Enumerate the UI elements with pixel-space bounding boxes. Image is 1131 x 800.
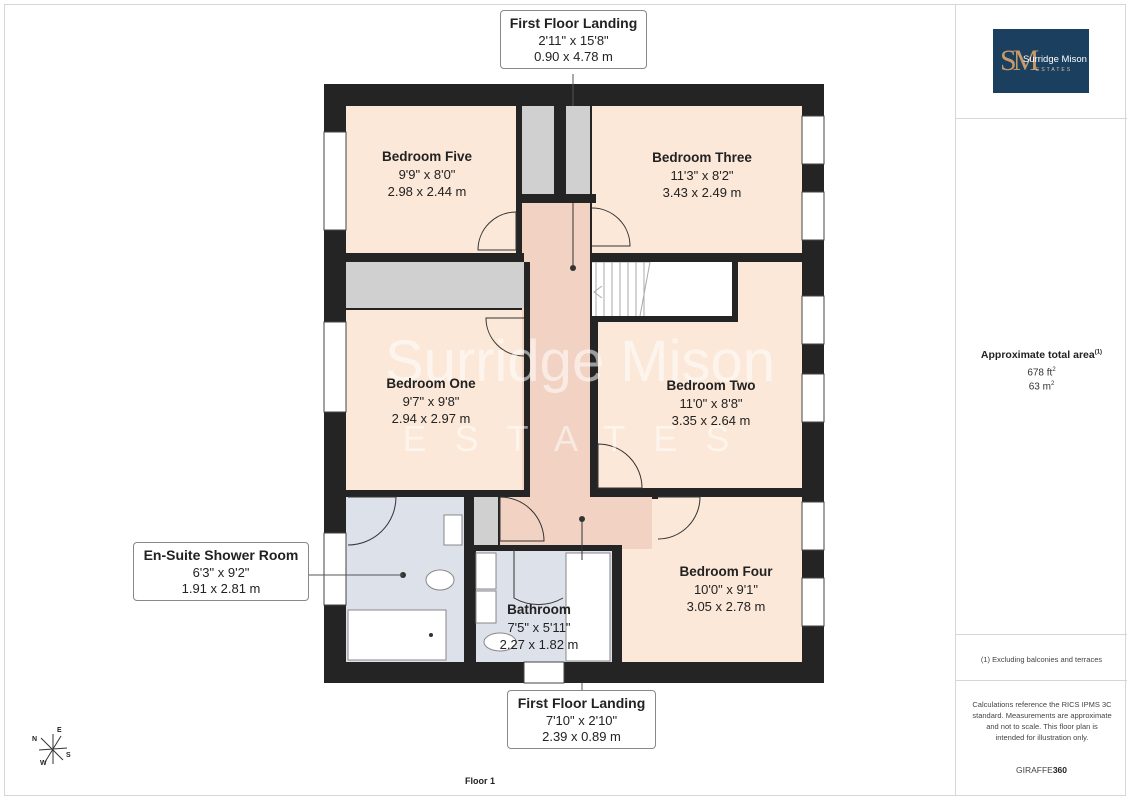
room-imperial: 10'0" x 9'1" xyxy=(693,582,759,597)
callout-metric: 0.90 x 4.78 m xyxy=(534,49,613,64)
cupboard-right xyxy=(566,106,590,194)
room-bedroom-four: Bedroom Four 10'0" x 9'1" 3.05 x 2.78 m xyxy=(651,563,801,615)
area-m-value: 63 m xyxy=(1028,381,1051,393)
bathroom-cabinet-a xyxy=(475,552,497,590)
room-metric: 2.94 x 2.97 m xyxy=(391,411,471,426)
room-name: Bedroom Four xyxy=(679,564,773,579)
floor-label: Floor 1 xyxy=(464,776,495,786)
room-imperial: 11'3" x 8'2" xyxy=(670,168,734,183)
area-ft-value: 678 ft xyxy=(1027,367,1053,379)
logo-name: Surridge Mison xyxy=(1023,54,1087,65)
sidebar-divider xyxy=(956,680,1127,681)
logo-sub: ESTATES xyxy=(1036,67,1073,73)
room-name: Bedroom One xyxy=(386,376,476,391)
ensuite-basin xyxy=(443,514,463,546)
calculation-note: Calculations reference the RICS IPMS 3C … xyxy=(972,700,1112,742)
room-bedroom-one: Bedroom One 9'7" x 9'8" 2.94 x 2.97 m xyxy=(361,375,501,427)
room-name: Bathroom xyxy=(507,602,571,617)
fixtures xyxy=(347,514,611,662)
compass-w: W xyxy=(40,760,47,767)
area-title: Approximate total area(1) xyxy=(956,349,1127,361)
bathroom-cabinet-b xyxy=(475,590,497,624)
door-swings xyxy=(347,207,701,605)
callout-title: First Floor Landing xyxy=(517,695,646,711)
giraffe360-brand: GIRAFFE360 xyxy=(956,765,1127,775)
compass-s: S xyxy=(66,752,71,759)
callout-imperial: 6'3" x 9'2" xyxy=(192,565,250,580)
room-name: Bedroom Two xyxy=(666,378,756,393)
callout-landing-top: First Floor Landing 2'11" x 15'8" 0.90 x… xyxy=(500,10,647,69)
watermark-brand: Surridge Mison xyxy=(384,329,776,394)
callout-imperial: 2'11" x 15'8" xyxy=(538,33,609,48)
watermark-sub: ESTATES xyxy=(402,418,758,459)
page-frame xyxy=(4,4,1126,796)
callout-title: En-Suite Shower Room xyxy=(143,547,299,563)
room-imperial: 9'7" x 9'8" xyxy=(402,394,460,409)
bathroom-toilet xyxy=(483,632,517,652)
windows xyxy=(323,115,825,684)
landing-lower-area xyxy=(500,497,652,549)
room-metric: 2.98 x 2.44 m xyxy=(387,184,467,199)
callout-imperial: 7'10" x 2'10" xyxy=(545,713,618,728)
room-name: Bedroom Three xyxy=(652,150,752,165)
callout-title: First Floor Landing xyxy=(509,15,638,31)
room-metric: 3.05 x 2.78 m xyxy=(686,599,766,614)
callout-metric: 1.91 x 2.81 m xyxy=(181,581,261,596)
area-footnote-marker: (1) xyxy=(1094,349,1103,356)
compass-icon: N E S W xyxy=(32,727,73,772)
sidebar-divider xyxy=(956,634,1127,635)
room-imperial: 9'9" x 8'0" xyxy=(398,167,456,182)
room-bathroom: Bathroom 7'5" x 5'11" 2.27 x 1.82 m xyxy=(474,601,604,653)
area-m: 63 m2 xyxy=(956,381,1127,392)
brand-logo: SM Surridge Mison ESTATES xyxy=(993,29,1089,93)
area-m-unit: 2 xyxy=(1050,381,1055,387)
info-sidebar: SM Surridge Mison ESTATES Approximate to… xyxy=(955,4,1127,796)
wardrobe-storage xyxy=(346,262,524,308)
brand-suffix: 360 xyxy=(1052,765,1068,775)
room-bedroom-five: Bedroom Five 9'9" x 8'0" 2.98 x 2.44 m xyxy=(357,148,497,200)
brand-prefix: GIRAFFE xyxy=(1015,765,1053,775)
cupboard-left xyxy=(522,106,554,194)
logo-monogram: SM xyxy=(1000,44,1039,77)
area-ft: 678 ft2 xyxy=(956,367,1127,378)
area-title-text: Approximate total area xyxy=(980,349,1095,361)
room-imperial: 7'5" x 5'11" xyxy=(507,620,571,635)
compass-e: E xyxy=(57,727,62,734)
callout-landing-bottom: First Floor Landing 7'10" x 2'10" 2.39 x… xyxy=(507,690,656,749)
ensuite-toilet xyxy=(425,569,455,591)
room-metric: 3.35 x 2.64 m xyxy=(671,413,751,428)
interior-walls xyxy=(346,106,802,683)
floor-plan xyxy=(308,74,825,691)
room-name: Bedroom Five xyxy=(381,149,473,164)
callout-leaders xyxy=(308,74,583,691)
room-metric: 3.43 x 2.49 m xyxy=(662,185,742,200)
room-bedroom-two: Bedroom Two 11'0" x 8'8" 3.35 x 2.64 m xyxy=(636,377,786,429)
bedroom-three-area xyxy=(592,106,802,253)
room-metric: 2.27 x 1.82 m xyxy=(499,637,579,652)
compass-n: N xyxy=(32,736,38,743)
callout-ensuite: En-Suite Shower Room 6'3" x 9'2" 1.91 x … xyxy=(133,542,309,601)
room-bedroom-three: Bedroom Three 11'3" x 8'2" 3.43 x 2.49 m xyxy=(627,149,777,201)
bedroom-one-area xyxy=(346,310,524,490)
room-imperial: 11'0" x 8'8" xyxy=(679,396,743,411)
airing-cupboard xyxy=(474,497,498,545)
stair-void xyxy=(592,262,732,317)
sidebar-divider xyxy=(956,118,1127,119)
callout-metric: 2.39 x 0.89 m xyxy=(542,729,621,744)
bathroom-bath xyxy=(565,552,611,662)
landing-area xyxy=(522,203,590,549)
area-ft-unit: 2 xyxy=(1052,367,1056,373)
area-footnote: (1) Excluding balconies and terraces xyxy=(980,655,1103,664)
bedroom-five-area xyxy=(346,106,516,253)
